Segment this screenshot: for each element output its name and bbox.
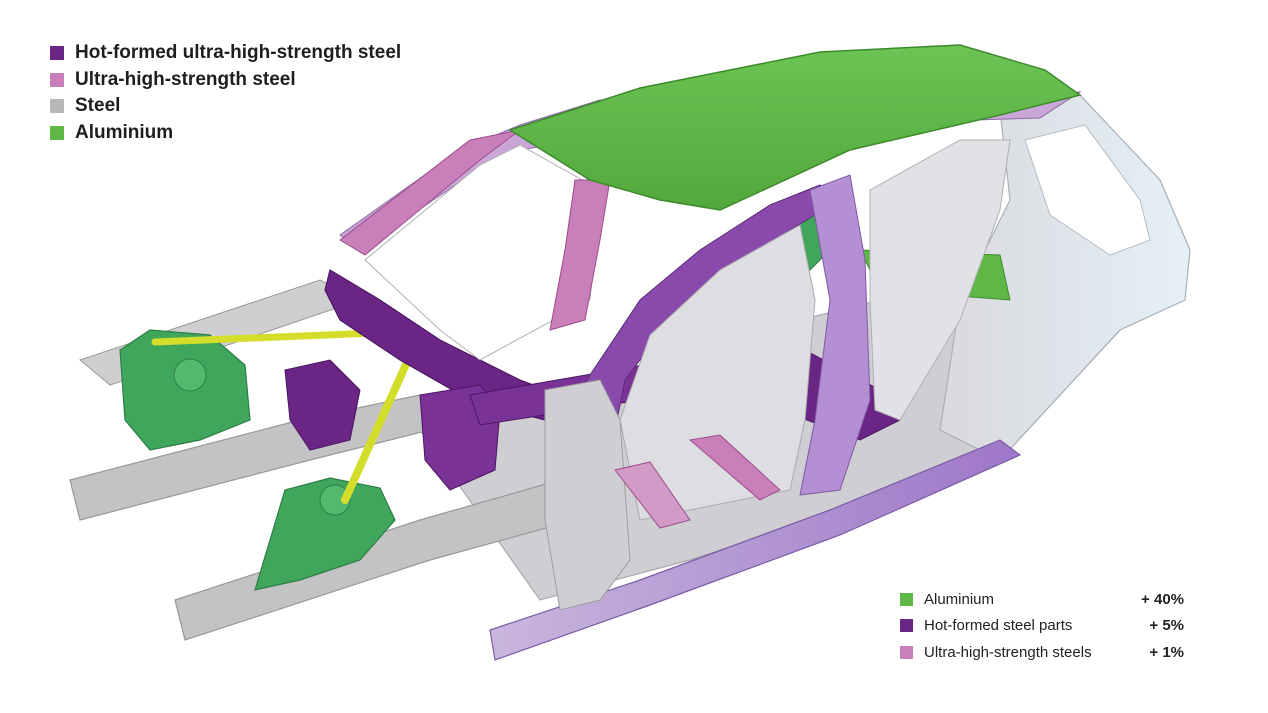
rear-window-opening	[1024, 124, 1151, 256]
legend-swatch	[50, 99, 64, 114]
legend-item: Aluminium	[50, 120, 401, 147]
strut-tower-right	[254, 477, 396, 591]
increase-value: + 5%	[1149, 617, 1184, 635]
increase-label: Hot-formed steel parts	[924, 617, 1073, 635]
strut-brace-diagonal	[341, 356, 412, 504]
legend-item: Hot-formed ultra-high-strength steel	[50, 40, 401, 67]
increase-label: Ultra-high-strength steels	[924, 643, 1092, 661]
rear-door-opening	[869, 139, 1011, 421]
increase-swatch	[900, 645, 913, 659]
increase-item: Ultra-high-strength steels + 1%	[900, 639, 1184, 666]
side-sill	[489, 439, 1022, 661]
strut-brace-upper	[151, 329, 379, 346]
increase-value: + 40%	[1141, 590, 1184, 608]
legend-label: Steel	[75, 95, 121, 117]
front-door-opening	[619, 224, 816, 521]
b-pillar	[799, 174, 871, 496]
increase-item: Hot-formed steel parts + 5%	[900, 613, 1184, 640]
footwell-hot-formed	[284, 359, 361, 451]
strut-tower-right-mount	[319, 484, 351, 516]
floor-reinforcement-pink	[688, 434, 781, 501]
legend-swatch	[50, 46, 64, 61]
legend-swatch	[50, 125, 64, 140]
windshield-frame-pink	[339, 129, 521, 256]
legend-label: Hot-formed ultra-high-strength steel	[75, 42, 402, 64]
a-pillar-lower	[544, 379, 631, 611]
increase-item: Aluminium + 40%	[900, 586, 1184, 613]
increase-label: Aluminium	[924, 590, 995, 608]
legend-item: Steel	[50, 93, 401, 120]
sill-reinforcement-pink	[614, 461, 691, 529]
legend-label: Ultra-high-strength steel	[75, 68, 296, 90]
strut-tower-left-mount	[173, 358, 207, 392]
legend-label: Aluminium	[75, 121, 174, 143]
increase-swatch	[900, 619, 913, 633]
legend-swatch	[50, 72, 64, 87]
aluminium-roof	[508, 44, 1082, 211]
material-increase-legend: Aluminium + 40% Hot-formed steel parts + 5%…	[900, 586, 1184, 666]
increase-swatch	[900, 592, 913, 606]
legend-item: Ultra-high-strength steel	[50, 67, 401, 94]
increase-value: + 1%	[1149, 643, 1184, 661]
